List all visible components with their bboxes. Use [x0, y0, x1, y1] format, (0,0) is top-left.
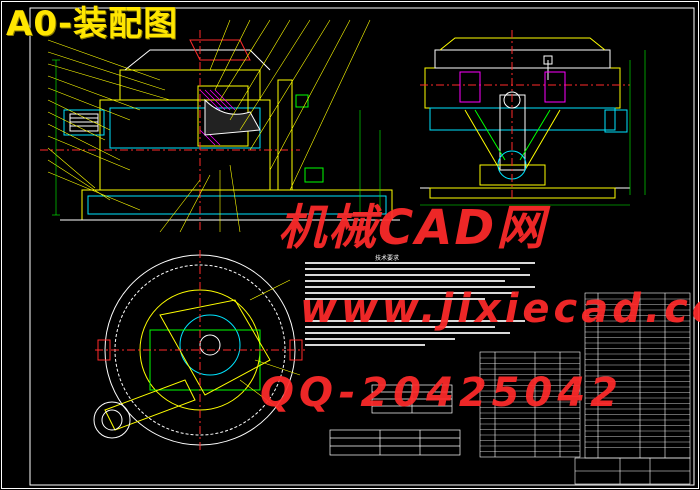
- side-view: [420, 30, 646, 206]
- technical-notes: [305, 262, 535, 346]
- top-view: [93, 250, 305, 450]
- watermark-site-name: 机械CAD网: [278, 200, 547, 256]
- inner-frame: [29, 7, 695, 486]
- technical-notes-title: 技术要求: [375, 255, 400, 262]
- spec-tables: [329, 384, 461, 456]
- parts-list: [479, 292, 691, 485]
- parts-list-rows: [480, 298, 690, 452]
- watermark-qq: QQ-20425042: [260, 370, 624, 416]
- drawing-title: A0-装配图: [6, 4, 179, 44]
- watermark-url: www.jixiecad.com: [300, 286, 700, 332]
- front-section-view: [40, 19, 400, 233]
